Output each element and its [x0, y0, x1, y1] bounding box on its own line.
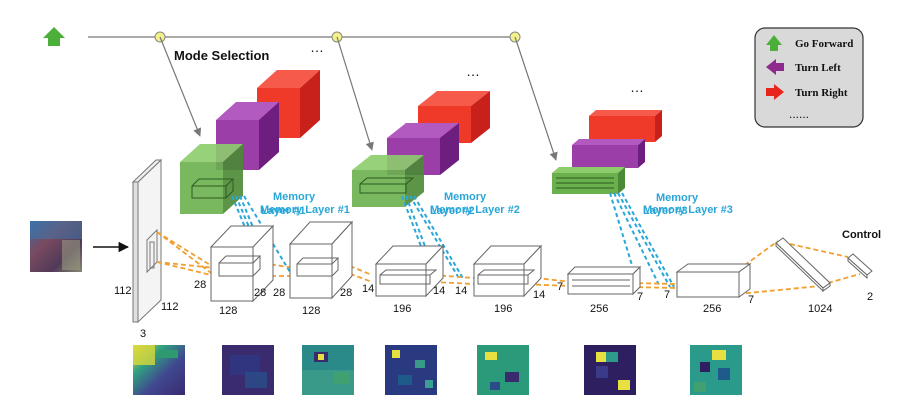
ellipsis-1: …: [310, 39, 324, 55]
input-channels-label: 3: [140, 328, 146, 340]
memory-layer-2-line2: Layer #2: [430, 205, 475, 217]
layer3-side-b: 14: [433, 285, 445, 297]
input-tensor: 112 112 3: [114, 158, 179, 340]
feature-map-4: [477, 345, 529, 395]
output-layer: [847, 253, 873, 280]
layer3-side-a: 14: [362, 283, 374, 295]
input-frame: [30, 221, 130, 272]
conv-layer-3: [374, 244, 445, 298]
input-height-label: 112: [114, 285, 132, 297]
memory-layer-1-line1: Memory: [273, 191, 316, 203]
conv-layer-5: [566, 265, 642, 296]
dimension-labels: 28 28 128 28 28 128 14 14 196 14 14 196 …: [194, 229, 881, 317]
green-up-arrow-icon: [766, 35, 782, 51]
layer2-side-a: 28: [273, 287, 285, 299]
turn-left-memory-block-3: [572, 139, 645, 168]
layer1-depth: 128: [219, 305, 237, 317]
control-label: Control: [842, 229, 881, 241]
go-forward-memory-block-1: [180, 144, 243, 214]
legend-more: ......: [789, 107, 809, 121]
purple-left-arrow-icon: [766, 59, 784, 75]
legend-turn-left: Turn Left: [795, 62, 841, 74]
conv-layer-4: [472, 244, 543, 298]
feature-map-6: [690, 345, 742, 395]
ellipsis-2: …: [466, 63, 480, 79]
fc-layer: [775, 237, 831, 293]
mode-selector-bar: Mode Selection … … …: [43, 27, 644, 161]
up-arrow-icon: [43, 27, 65, 46]
go-forward-memory-block-3: [552, 167, 625, 194]
layer5-side-b: 7: [637, 291, 643, 303]
conv-layer-2: [288, 220, 354, 300]
red-right-arrow-icon: [766, 84, 784, 100]
layer6-side-b: 7: [748, 294, 754, 306]
memory-stack-3: Memory Memory Layer #3 Layer #3: [552, 110, 733, 217]
feature-map-thumbnails: [133, 345, 742, 395]
layer5-depth: 256: [590, 303, 608, 315]
go-forward-memory-block-2: [352, 155, 424, 207]
memory-stack-1: Memory Memory Layer #1 Layer #1: [180, 70, 350, 217]
feature-map-3: [385, 345, 437, 395]
layer4-depth: 196: [494, 303, 512, 315]
memory-layer-3-line2: Layer #3: [643, 205, 688, 217]
layer3-depth: 196: [393, 303, 411, 315]
layer1-side-b: 28: [254, 287, 266, 299]
input-width-label: 112: [161, 301, 179, 313]
memory-layer-3-label: Memory Layer #3: [643, 204, 733, 216]
feature-map-5: [584, 345, 636, 395]
fc-depth: 1024: [808, 303, 832, 315]
layer4-side-a: 14: [455, 285, 467, 297]
memory-layer-2-line1: Memory: [444, 191, 487, 203]
layer5-side-a: 7: [557, 281, 563, 293]
memory-layer-2-label: Memory Layer #2: [430, 204, 520, 216]
turn-right-memory-block-3: [589, 110, 662, 142]
output-size: 2: [867, 291, 873, 303]
memory-layer-1-label: Memory Layer #1: [260, 204, 350, 216]
mode-selection-label: Mode Selection: [174, 48, 269, 63]
ellipsis-3: …: [630, 79, 644, 95]
feature-map-2: [302, 345, 354, 395]
memory-layer-1-line2: Layer #1: [261, 205, 306, 217]
feature-map-input: [133, 345, 185, 395]
layer6-depth: 256: [703, 303, 721, 315]
layer1-side-a: 28: [194, 279, 206, 291]
layer2-depth: 128: [302, 305, 320, 317]
legend-go-forward: Go Forward: [795, 38, 853, 50]
conv-layer-1: [209, 224, 275, 303]
legend-turn-right: Turn Right: [795, 87, 848, 99]
layer2-side-b: 28: [340, 287, 352, 299]
layer4-side-b: 14: [533, 289, 545, 301]
memory-layer-3-line1: Memory: [656, 192, 699, 204]
feature-map-1: [222, 345, 274, 395]
layer6-side-a: 7: [664, 289, 670, 301]
legend: Go Forward Turn Left Turn Right ......: [754, 27, 864, 128]
memory-stack-2: Memory Memory Layer #2 Layer #2: [352, 91, 520, 217]
conv-layer-6: [675, 263, 752, 298]
